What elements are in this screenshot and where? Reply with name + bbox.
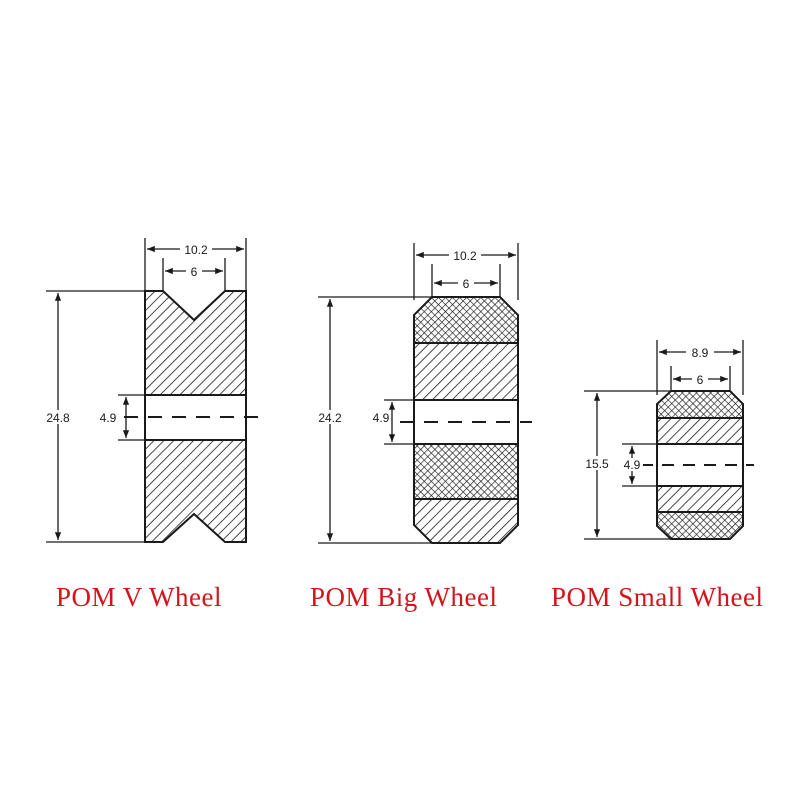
small-wheel-hub-bottom xyxy=(656,485,744,513)
big-wheel-tread-top xyxy=(413,296,519,344)
small-wheel-outer-width-label: 8.9 xyxy=(692,346,709,360)
v-wheel-diameter-label: 24.8 xyxy=(46,411,70,425)
big-wheel-hub-bottom xyxy=(413,443,519,500)
v-wheel-caption: POM V Wheel xyxy=(56,582,223,612)
v-wheel-inner-width-label: 6 xyxy=(191,265,198,279)
small-wheel-hub-top xyxy=(656,417,744,445)
big-wheel-drawing xyxy=(318,243,532,544)
small-wheel-diameter-label: 15.5 xyxy=(585,457,609,471)
small-wheel-bore-label: 4.9 xyxy=(624,458,641,472)
big-wheel-outer-width-label: 10.2 xyxy=(453,249,477,263)
big-wheel-hub-top xyxy=(413,342,519,401)
small-wheel-inner-width-label: 6 xyxy=(697,373,704,387)
big-wheel-diameter-label: 24.2 xyxy=(318,411,342,425)
v-wheel-body-bottom xyxy=(144,439,247,543)
v-wheel-bore-label: 4.9 xyxy=(100,411,117,425)
small-wheel-tread-bottom xyxy=(656,511,744,540)
v-wheel-drawing xyxy=(46,238,262,543)
small-wheel-caption: POM Small Wheel xyxy=(551,582,764,612)
big-wheel-tread-bottom xyxy=(413,498,519,544)
small-wheel-drawing xyxy=(584,340,754,540)
big-wheel-caption: POM Big Wheel xyxy=(310,582,498,612)
big-wheel-inner-width-label: 6 xyxy=(463,277,470,291)
big-wheel-bore-label: 4.9 xyxy=(373,411,390,425)
v-wheel-body-top xyxy=(144,290,247,396)
v-wheel-outer-width-label: 10.2 xyxy=(184,243,208,257)
small-wheel-tread-top xyxy=(656,390,744,419)
